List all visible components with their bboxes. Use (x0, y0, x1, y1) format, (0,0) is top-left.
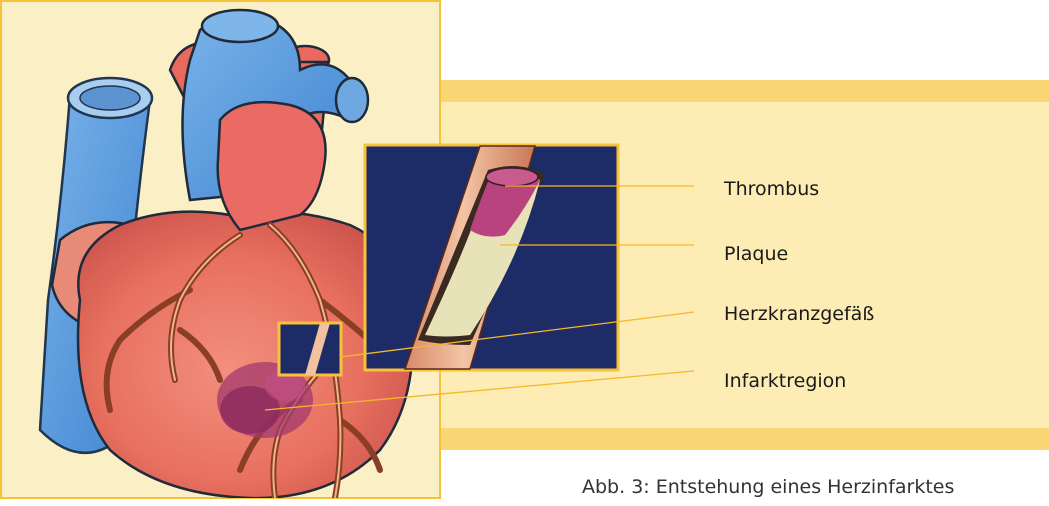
figure-caption: Abb. 3: Entstehung eines Herzinfarktes (582, 478, 954, 497)
heart-illustration (40, 10, 413, 498)
panel-bottom-band (440, 428, 1049, 450)
label-plaque: Plaque (724, 245, 788, 264)
label-infarct-region: Infarktregion (724, 372, 846, 391)
zoom-marker (279, 323, 341, 375)
label-thrombus: Thrombus (724, 180, 819, 199)
panel-top-band (440, 80, 1049, 102)
label-coronary-vessel: Herzkranzgefäß (724, 305, 874, 324)
inset-vessel-detail (365, 145, 618, 370)
